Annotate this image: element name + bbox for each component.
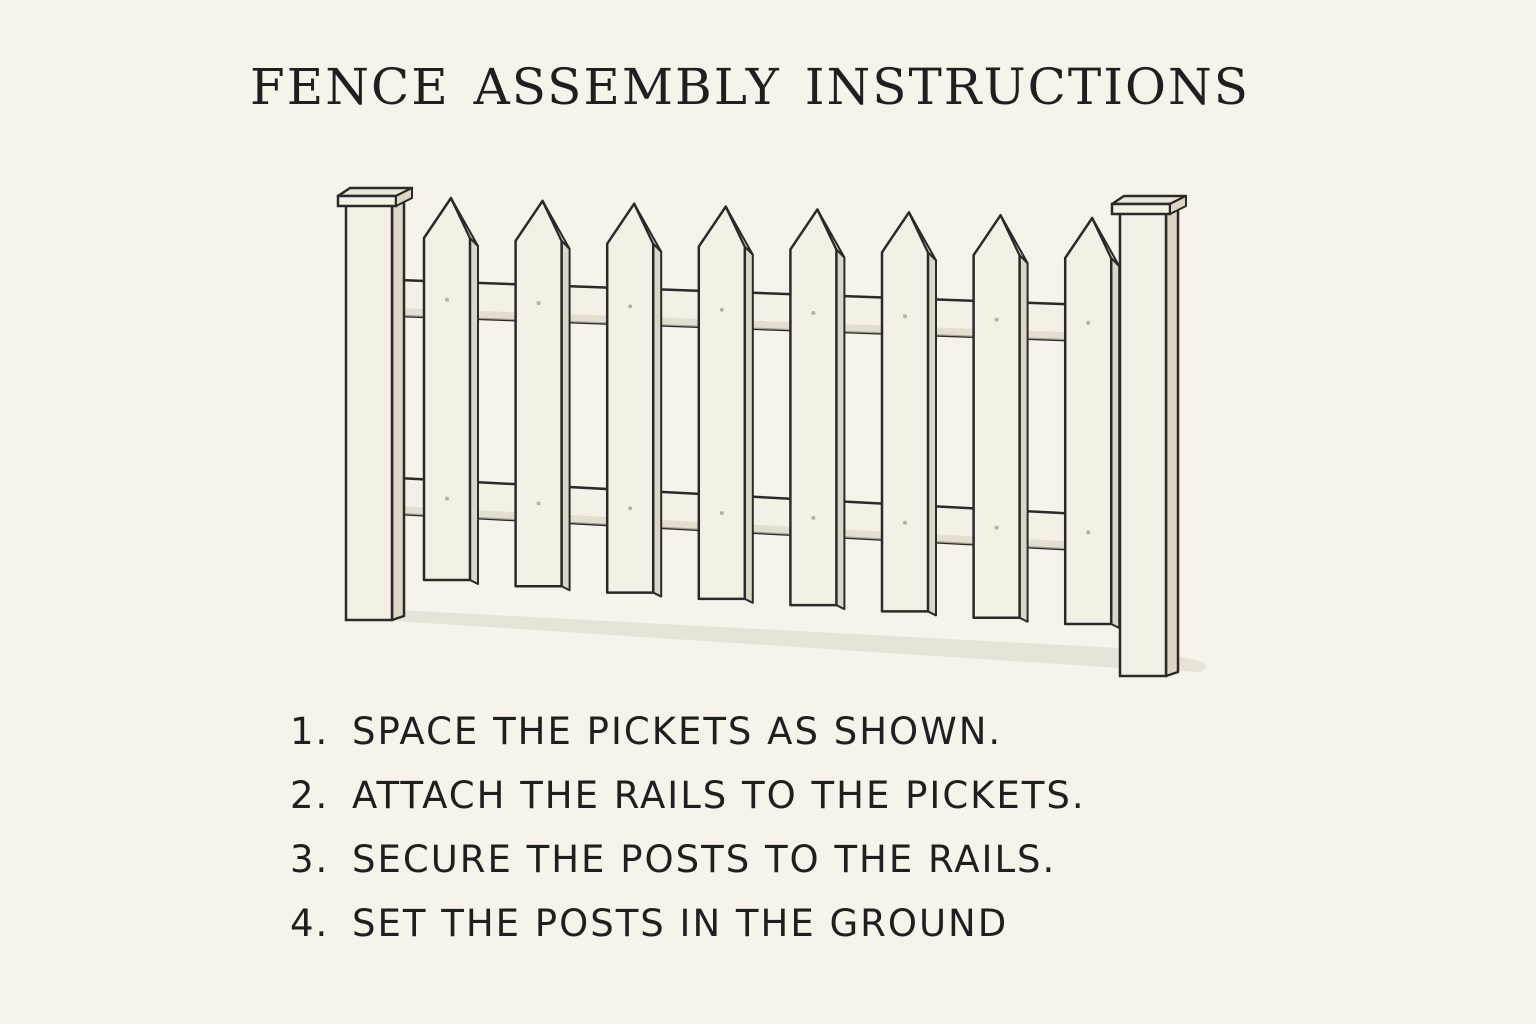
picket-tip-bevel <box>816 208 846 259</box>
nail <box>719 307 724 312</box>
step-text: ATTACH THE RAILS TO THE PICKETS. <box>352 774 1086 817</box>
nail <box>628 506 633 511</box>
picket-face <box>789 208 838 607</box>
nail <box>903 314 907 319</box>
nail <box>719 511 724 516</box>
instruction-list: 1. SPACE THE PICKETS AS SHOWN. 2. ATTACH T… <box>290 700 1086 956</box>
instruction-step: 3. SECURE THE POSTS TO THE RAILS. <box>290 828 1086 892</box>
nail <box>628 304 633 309</box>
ground-shadow-shape <box>360 608 1207 672</box>
picket-tip-bevel <box>541 199 571 250</box>
post <box>1110 194 1188 678</box>
picket-face <box>972 213 1021 619</box>
picket-tip-bevel <box>450 197 479 247</box>
post-side <box>390 199 406 622</box>
post-face <box>344 203 394 622</box>
post-cap-side <box>395 187 413 207</box>
pickets <box>422 196 1121 629</box>
nail <box>811 311 816 316</box>
picket-tip-bevel <box>908 211 937 262</box>
nail <box>1086 530 1091 535</box>
picket-face <box>514 199 563 588</box>
rails <box>396 278 1120 554</box>
step-number: 4. <box>290 902 330 945</box>
picket-face <box>880 211 930 613</box>
picket-face <box>1063 216 1113 626</box>
picket <box>697 205 754 604</box>
picket <box>789 208 846 611</box>
step-text: SECURE THE POSTS TO THE RAILS. <box>352 838 1057 881</box>
nail <box>903 520 907 525</box>
picket-face <box>422 196 472 582</box>
picket-face <box>605 202 655 594</box>
nail <box>536 301 541 306</box>
step-number: 1. <box>290 710 330 753</box>
post-cap-front <box>336 194 398 208</box>
picket-tip-bevel <box>724 205 754 256</box>
step-text: SET THE POSTS IN THE GROUND <box>352 902 1009 945</box>
page-title: FENCE ASSEMBLY INSTRUCTIONS <box>250 58 1250 116</box>
nail <box>994 525 999 530</box>
picket <box>605 202 663 598</box>
nail <box>994 317 999 322</box>
ground-shadow <box>360 608 1207 672</box>
step-number: 3. <box>290 838 330 881</box>
nail <box>445 496 449 501</box>
posts <box>336 186 1188 678</box>
nail <box>1086 320 1091 325</box>
step-text: SPACE THE PICKETS AS SHOWN. <box>352 710 1003 753</box>
picket-tip-bevel <box>1091 217 1121 267</box>
rail-underside <box>398 506 1118 552</box>
picket <box>880 211 937 617</box>
instruction-step: 1. SPACE THE PICKETS AS SHOWN. <box>290 700 1086 764</box>
post <box>336 186 414 622</box>
post-face <box>1118 211 1168 678</box>
post-side <box>1164 207 1180 678</box>
picket-face <box>697 205 747 601</box>
rail-underside <box>398 308 1118 342</box>
instruction-step: 2. ATTACH THE RAILS TO THE PICKETS. <box>290 764 1086 828</box>
picket <box>972 213 1029 623</box>
picket <box>422 196 479 585</box>
picket-tip-bevel <box>999 214 1029 265</box>
nail <box>811 515 816 520</box>
post-cap-side <box>1169 195 1187 215</box>
step-number: 2. <box>290 774 330 817</box>
picket <box>1063 216 1121 629</box>
nail <box>536 501 541 506</box>
instruction-step: 4. SET THE POSTS IN THE GROUND <box>290 892 1086 956</box>
picket-tip-bevel <box>633 202 663 253</box>
post-cap-front <box>1110 202 1172 216</box>
nail <box>445 297 449 302</box>
picket <box>514 199 571 592</box>
